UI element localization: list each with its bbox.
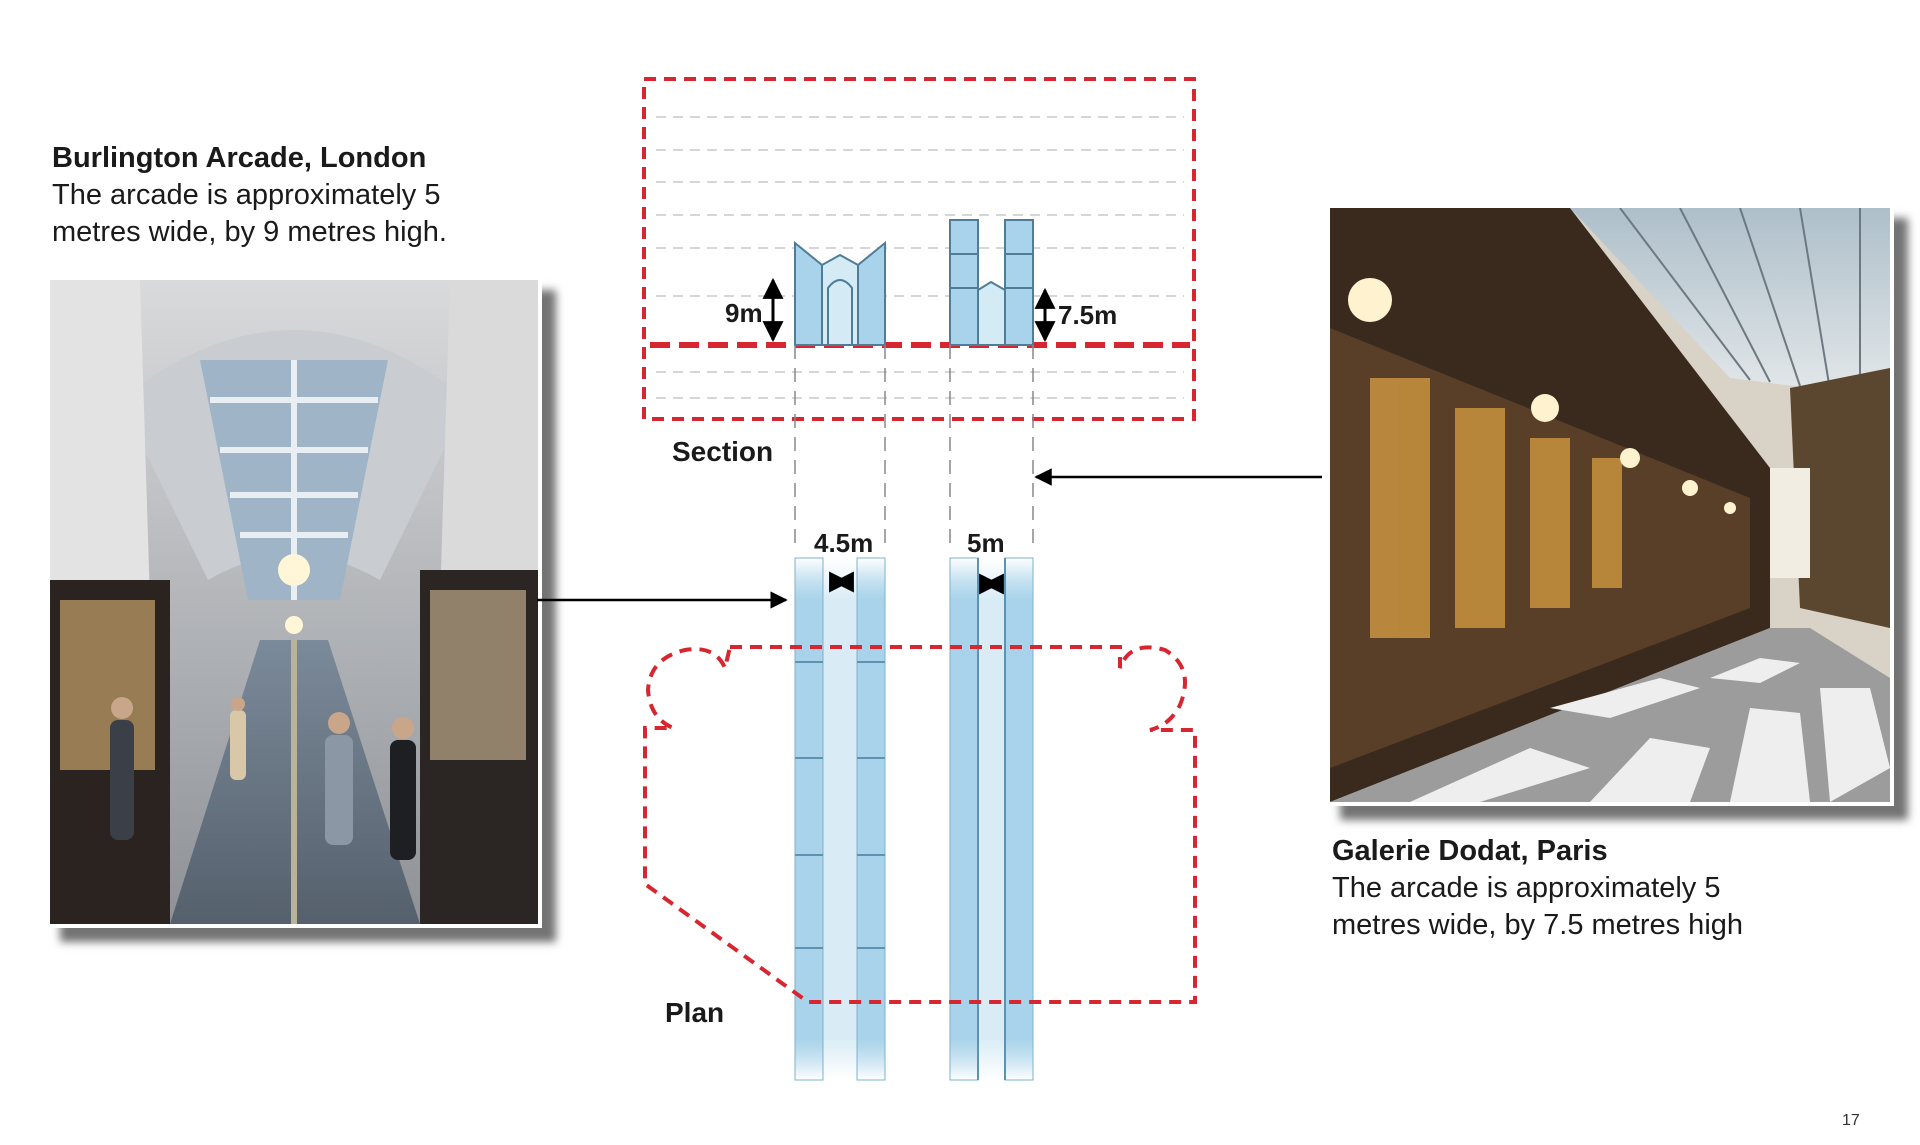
page-number: 17 [1842, 1112, 1860, 1129]
galerie-dodat-photo [1326, 204, 1894, 806]
section-grid-lines [656, 116, 1184, 399]
right-height-label: 7.5m [1058, 300, 1118, 330]
right-width-label: 5m [967, 528, 1005, 558]
left-width-label: 4.5m [814, 528, 874, 558]
section-label: Section [672, 436, 774, 467]
width-arrows [829, 571, 1004, 595]
height-arrows [762, 277, 1056, 343]
dodat-body-line2: metres wide, by 7.5 metres high [1332, 909, 1744, 941]
dodat-body-line1: The arcade is approximately 5 [1332, 872, 1721, 904]
burlington-body-line1: The arcade is approximately 5 [52, 179, 441, 211]
dodat-title: Galerie Dodat, Paris [1332, 835, 1608, 867]
dodat-photo-illustration [1330, 208, 1890, 802]
right-section-arcade [949, 219, 1034, 346]
dodat-caption: Galerie Dodat, Paris The arcade is appro… [1332, 833, 1743, 944]
section-frame [642, 77, 1196, 421]
burlington-body-line2: metres wide, by 9 metres high. [52, 216, 447, 248]
projection-lines [794, 345, 1034, 550]
plan-label: Plan [665, 997, 725, 1028]
left-height-label: 9m [725, 298, 763, 328]
burlington-arcade-photo [46, 276, 542, 928]
burlington-title: Burlington Arcade, London [52, 142, 427, 174]
burlington-photo-illustration [50, 280, 538, 924]
plan-outline [643, 645, 1197, 1004]
burlington-caption: Burlington Arcade, London The arcade is … [52, 140, 447, 251]
left-section-arcade [794, 240, 886, 346]
